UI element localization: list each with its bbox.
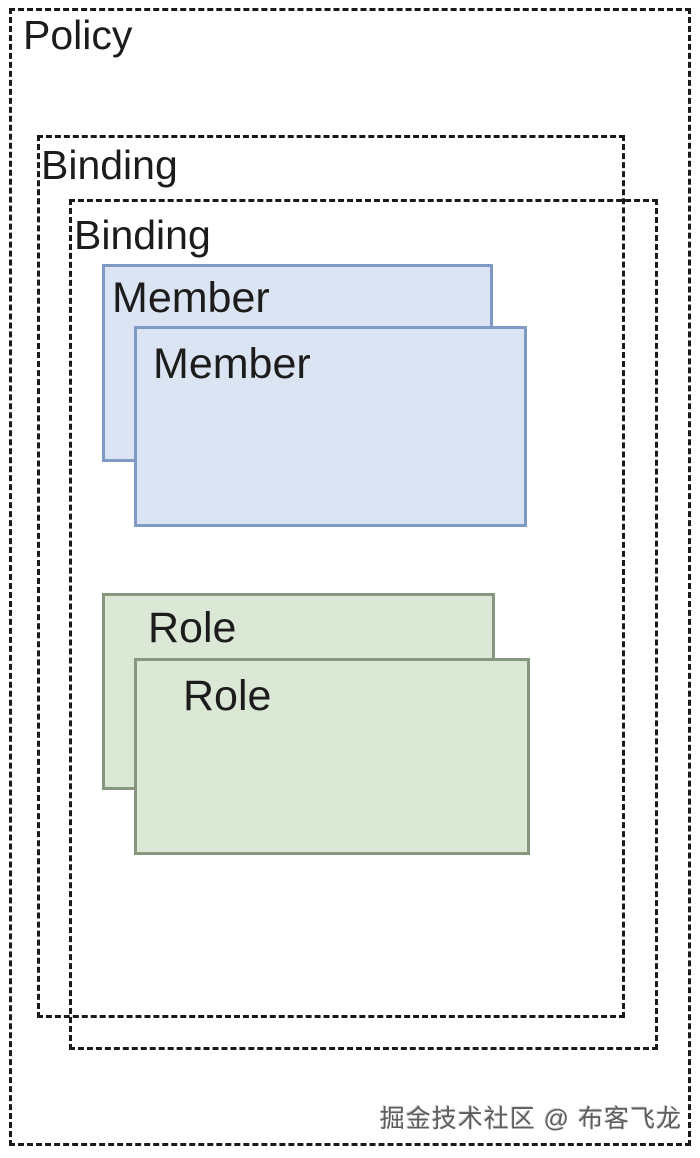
binding-inner-label: Binding bbox=[74, 212, 211, 258]
binding-inner-box: Binding Member Member Role Role bbox=[69, 199, 658, 1050]
policy-label: Policy bbox=[23, 12, 133, 58]
binding-outer-box: Binding Binding Member Member Role Role bbox=[37, 135, 658, 1050]
member-card-front: Member bbox=[134, 326, 527, 527]
role-back-label: Role bbox=[148, 604, 237, 652]
binding-outer-label: Binding bbox=[41, 142, 178, 188]
member-front-label: Member bbox=[153, 340, 311, 388]
role-front-label: Role bbox=[183, 672, 272, 720]
policy-box: Policy Binding Binding Member Member Rol… bbox=[9, 8, 691, 1146]
member-back-label: Member bbox=[112, 274, 270, 322]
watermark-text: 掘金技术社区 @ 布客飞龙 bbox=[379, 1105, 682, 1133]
role-card-front: Role bbox=[134, 658, 530, 855]
